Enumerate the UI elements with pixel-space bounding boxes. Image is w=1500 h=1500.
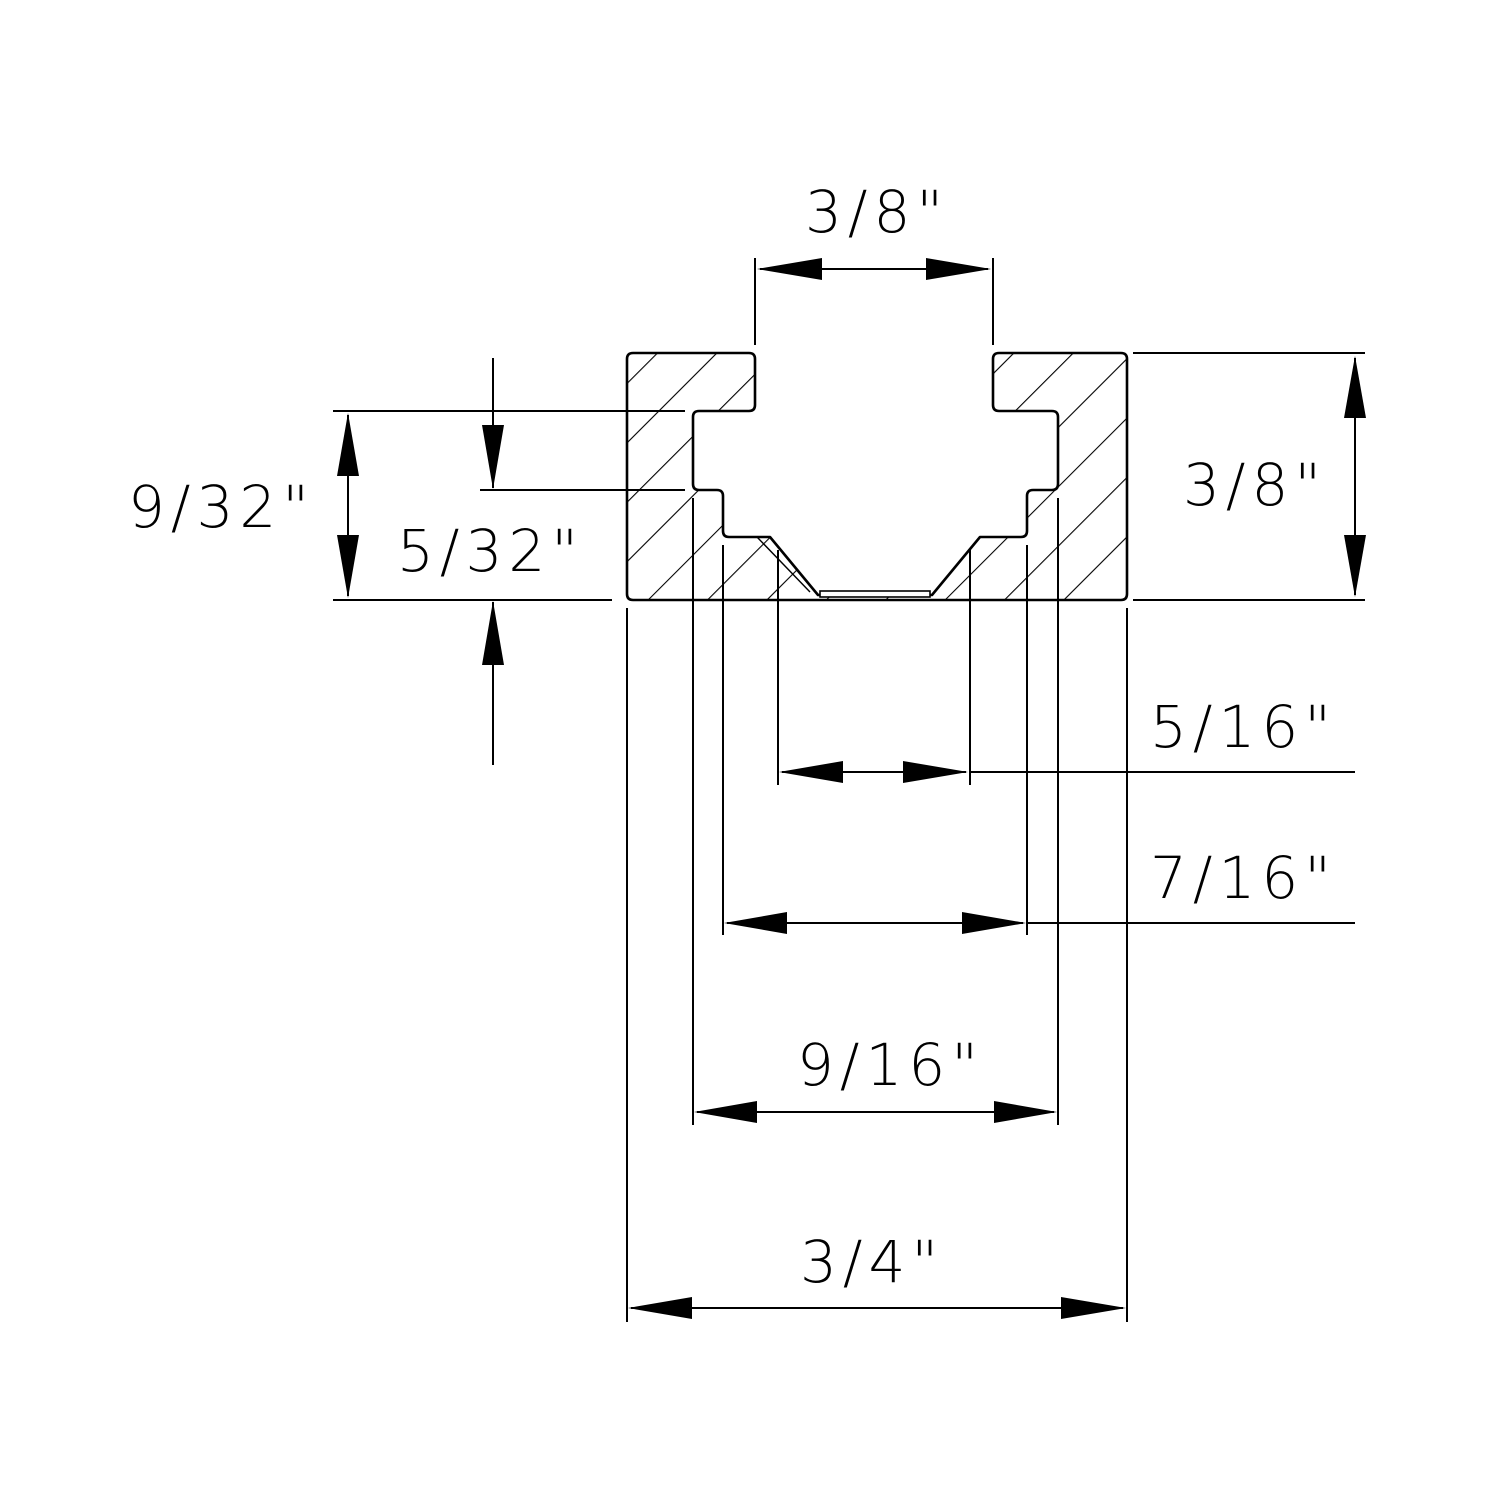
bottom-relief-strip — [819, 590, 931, 598]
dim-label-lower-slot-height: 9/32" — [128, 473, 315, 541]
extension-lines — [333, 258, 1365, 1322]
dim-overall-height: 3/8" — [1183, 356, 1366, 597]
profile-section — [625, 351, 1129, 602]
dim-label-bottom-channel: 5/16" — [1150, 693, 1337, 761]
profile-outline — [625, 351, 1129, 602]
dim-overall-width: 3/4" — [628, 1228, 1126, 1319]
dim-upper-slot-width: 9/16" — [694, 1031, 1057, 1123]
dim-base-thickness: 5/32" — [397, 358, 584, 765]
dim-label-upper-slot-width: 9/16" — [797, 1031, 984, 1099]
dim-label-base-thickness: 5/32" — [397, 517, 584, 585]
dim-label-top-opening: 3/8" — [805, 178, 949, 246]
left-chamfer-line — [756, 536, 811, 593]
dim-label-overall-width: 3/4" — [800, 1228, 944, 1296]
dim-bottom-channel: 5/16" — [779, 693, 1337, 783]
dim-lower-slot-height: 9/32" — [128, 413, 359, 598]
dim-label-lower-slot-width: 7/16" — [1150, 844, 1337, 912]
dim-label-overall-height: 3/8" — [1183, 451, 1327, 519]
dim-lower-slot-width: 7/16" — [724, 844, 1337, 934]
dim-top-opening: 3/8" — [757, 178, 991, 280]
